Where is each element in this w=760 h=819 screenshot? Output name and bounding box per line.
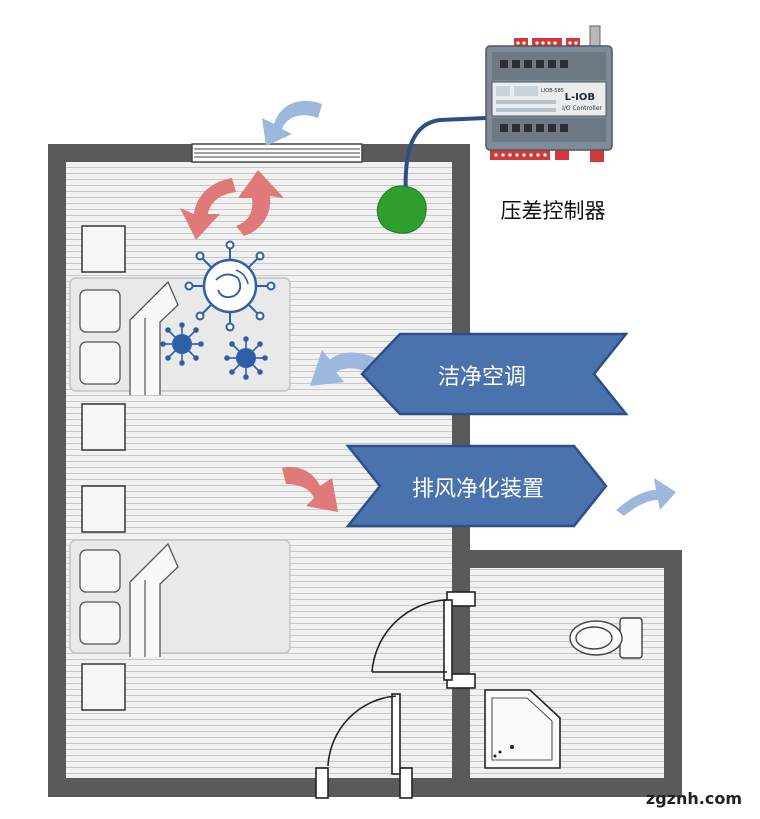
device-subtitle-text: I/O Controller <box>562 105 602 112</box>
air-conditioner-label: 洁净空调 <box>438 365 526 390</box>
watermark-text: zgznh.com <box>646 789 742 808</box>
entrance-door <box>315 693 413 799</box>
controller-device-icon: L-IOB I/O Controller LIOB-585 <box>485 25 613 162</box>
exhaust-purifier-label: 排风净化装置 <box>412 477 544 502</box>
controller-label: 压差控制器 <box>501 199 606 223</box>
ceiling-vent <box>191 143 363 163</box>
device-brand-text: L-IOB <box>565 92 595 103</box>
shower-tray <box>484 689 561 769</box>
pressure-sensor-cable <box>403 116 487 201</box>
supply-air-arrow <box>310 350 380 386</box>
toilet-icon <box>569 617 643 659</box>
airflow-out-arrow-top <box>262 100 322 146</box>
virus-icon <box>160 322 204 366</box>
device-model-text: LIOB-585 <box>541 88 564 94</box>
bathroom-door <box>371 591 476 689</box>
large-virus-icon <box>184 240 276 332</box>
bed-lower <box>69 539 291 657</box>
exhaust-out-arrow <box>616 478 676 516</box>
virus-icon <box>224 336 268 380</box>
exhaust-in-arrow <box>282 466 338 512</box>
pressure-sensor-icon <box>376 185 427 234</box>
air-conditioner-banner: 洁净空调 <box>360 332 629 416</box>
exhaust-purifier-banner: 排风净化装置 <box>345 444 608 528</box>
bedside-cabinet <box>81 225 126 711</box>
circulation-arrow-left <box>180 178 236 240</box>
circulation-arrow-right <box>236 170 284 236</box>
